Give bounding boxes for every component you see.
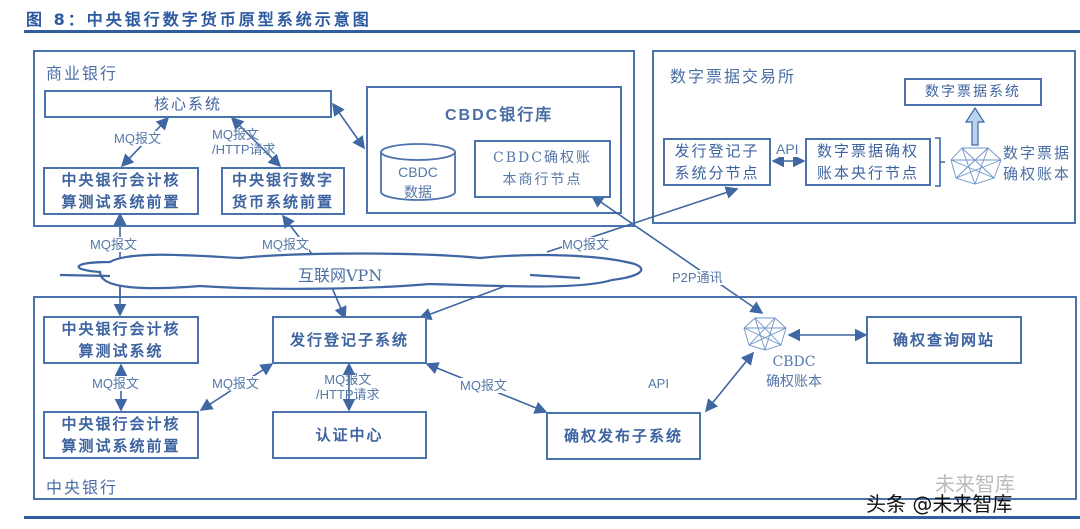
node-core-system: 核心系统 <box>44 90 332 118</box>
watermark-line1: 未来智库 <box>935 472 1015 496</box>
hollow-up-arrow <box>964 106 986 146</box>
node-cb-accounting-front-bottom: 中央银行会计核 算测试系统前置 <box>43 411 199 459</box>
node-digital-bill-ledger: 数字票据 确权账本 <box>1003 144 1072 183</box>
region-digital-bill-exchange-label: 数字票据交易所 <box>670 67 797 86</box>
title-rule <box>24 30 1080 33</box>
region-commercial-bank <box>33 50 635 227</box>
label-mq-1: MQ报文 <box>114 131 161 146</box>
figure-title: 图 8：中央银行数字货币原型系统示意图 <box>26 10 372 29</box>
network-icon-cbdc <box>743 317 787 351</box>
region-digital-bill-exchange <box>652 50 1076 224</box>
bottom-rule <box>24 516 1080 519</box>
label-api-1: API <box>648 376 669 391</box>
cbdc-data-cylinder <box>380 143 456 201</box>
region-commercial-bank-label: 商业银行 <box>46 64 119 83</box>
node-internet-vpn: 互联网VPN <box>296 262 385 286</box>
node-cb-accounting-system: 中央银行会计核 算测试系统 <box>43 316 199 364</box>
node-cbdc-data: CBDC 数据 <box>398 164 438 200</box>
node-ledger-query-site: 确权查询网站 <box>866 316 1022 364</box>
edge-vpn-issuance-2 <box>418 284 509 321</box>
label-p2p: P2P通讯 <box>672 270 723 285</box>
region-central-bank <box>33 296 1077 500</box>
node-digital-bill-system: 数字票据系统 <box>904 78 1042 106</box>
label-mq-6: MQ报文 <box>212 376 259 391</box>
label-api-2: API <box>776 141 799 157</box>
label-mq-5: MQ报文 <box>92 376 139 391</box>
node-cb-accounting-front-top: 中央银行会计核 算测试系统前置 <box>43 167 199 215</box>
label-mq-3: MQ报文 <box>262 237 309 252</box>
edge-core-vault <box>332 102 365 150</box>
bracket <box>935 137 945 187</box>
label-mq-http-2: MQ报文 /HTTP请求 <box>316 372 380 402</box>
region-cbdc-bank-vault-label: CBDC银行库 <box>445 107 554 124</box>
label-mq-http-1: MQ报文 /HTTP请求 <box>212 127 276 157</box>
node-cbdc-ledger: CBDC 确权账本 <box>766 354 822 390</box>
node-issuance-subsystem: 发行登记子系统 <box>272 316 427 364</box>
node-bill-ledger-cb-node: 数字票据确权 账本央行节点 <box>805 138 931 186</box>
node-ledger-publish: 确权发布子系统 <box>546 412 701 460</box>
edge-dcfront-core <box>230 116 282 168</box>
region-cbdc-bank-vault <box>366 86 622 214</box>
node-issuance-subnode: 发行登记子 系统分节点 <box>663 138 771 186</box>
node-cbdc-ledger-commercial: CBDC确权账 本商行节点 <box>474 140 611 198</box>
node-auth-center: 认证中心 <box>272 411 427 459</box>
edge-p2p <box>590 195 764 314</box>
label-mq-7: MQ报文 <box>460 378 507 393</box>
watermark-line2: 头条 @未来智库 <box>866 492 1013 516</box>
network-icon-bill <box>950 147 1002 185</box>
region-central-bank-label: 中央银行 <box>46 478 119 497</box>
label-mq-2: MQ报文 <box>90 237 137 252</box>
label-mq-4: MQ报文 <box>562 237 609 252</box>
edge-publish-ledger <box>704 351 755 413</box>
node-cb-digital-currency-front: 中央银行数字 货币系统前置 <box>221 167 345 215</box>
